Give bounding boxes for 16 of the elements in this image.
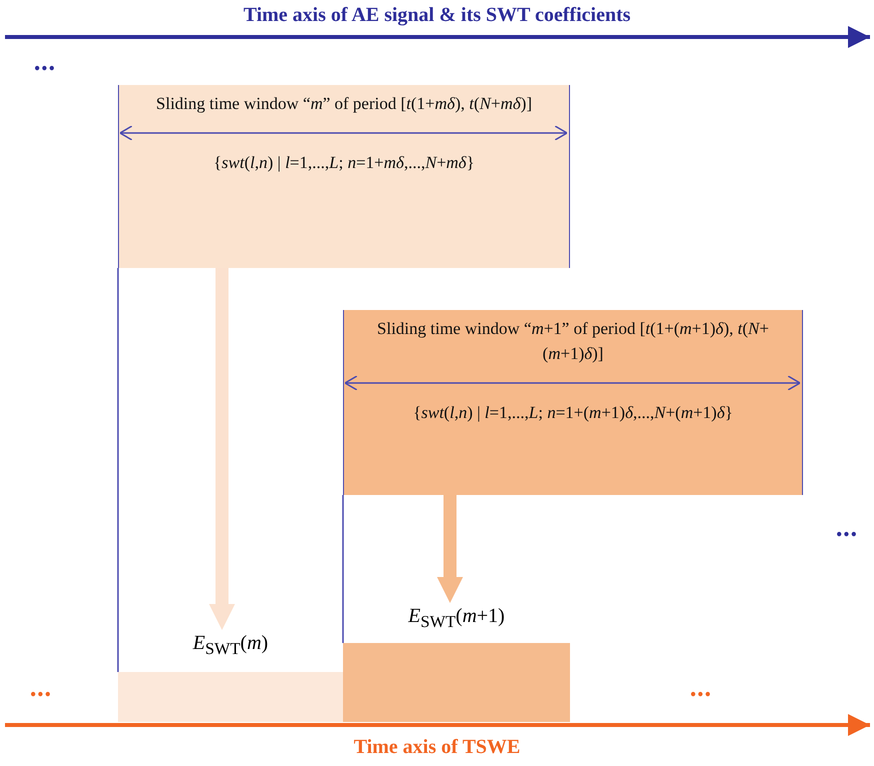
axis-title: Time axis of AE signal & its SWT coefficients [243,4,631,26]
ellipsis-dots: ••• [836,524,858,544]
window-panel [118,85,570,268]
energy-label: E$_{SWT}$(m) [192,632,270,659]
axis-title: Time axis of TSWE [354,736,520,758]
window-title: Sliding time window “m+1” of period [t(1+(m+1)δ), t(N+(m+1)δ)] [376,318,770,365]
ellipsis-dots: ••• [690,684,712,704]
coefficient-set-formula: {swt(l,n) | l=1,...,L; n=1+(m+1)δ,...,N+(m+1)δ} [412,402,734,424]
ellipsis-dots: ••• [30,684,52,704]
window-panel [343,310,803,495]
window-title: Sliding time window “m” of period [t(1+mδ), t(N+mδ)] [155,93,533,115]
arrow [209,268,235,630]
coefficient-set-formula: {swt(l,n) | l=1,...,L; n=1+mδ,...,N+mδ} [212,152,476,174]
ellipsis-dots: ••• [34,58,56,78]
arrow [437,495,463,603]
energy-label: E$_{SWT}$(m+1) [407,605,506,632]
